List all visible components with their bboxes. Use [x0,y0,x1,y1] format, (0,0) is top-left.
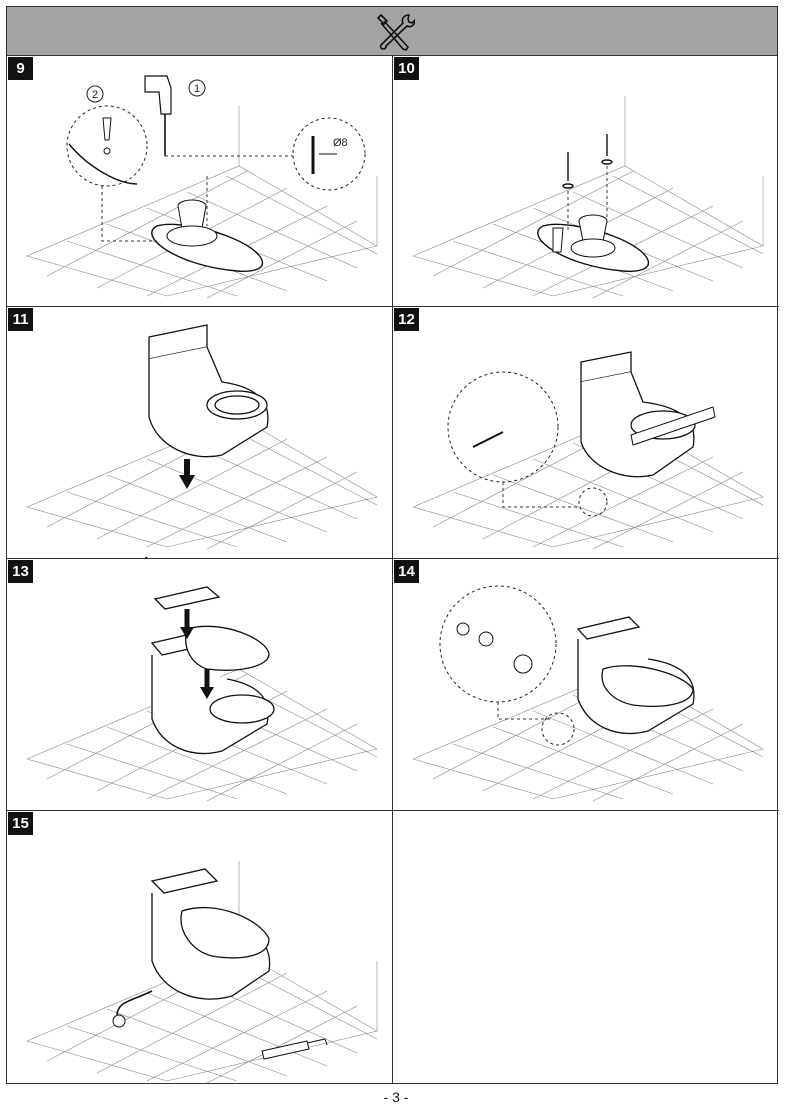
wrench-screwdriver-icon [377,14,415,51]
step-number: 12 [394,308,419,331]
step-number: 14 [394,560,419,583]
step-12-illustration [412,351,764,550]
step-15-panel: 15 [7,811,393,1084]
step-9-illustration: 1 2 Ø8 [26,75,378,299]
label-2: 2 [92,89,98,101]
step-number: 15 [8,812,33,835]
step-number: 11 [8,308,33,331]
tools-header [6,6,778,56]
label-1: 1 [194,83,200,95]
page-number: - 3 - [383,1089,409,1105]
step-9-panel: 9 1 2 [7,56,393,307]
step-11-illustration [26,324,378,559]
step-10-panel: 10 [393,56,779,307]
step-number: 10 [394,57,419,80]
step-14-panel: 14 [393,559,779,811]
step-13-panel: 13 [7,559,393,811]
step-15-illustration [26,861,378,1084]
empty-panel [393,811,779,1084]
step-11-panel: 11 [7,307,393,559]
step-10-illustration [412,96,764,299]
step-14-illustration [412,585,764,802]
drill-size: Ø8 [333,137,348,149]
step-12-panel: 12 [393,307,779,559]
step-13-illustration [26,586,378,802]
instruction-grid: 9 1 2 [6,56,779,1084]
step-number: 13 [8,560,33,583]
step-number: 9 [8,57,33,80]
